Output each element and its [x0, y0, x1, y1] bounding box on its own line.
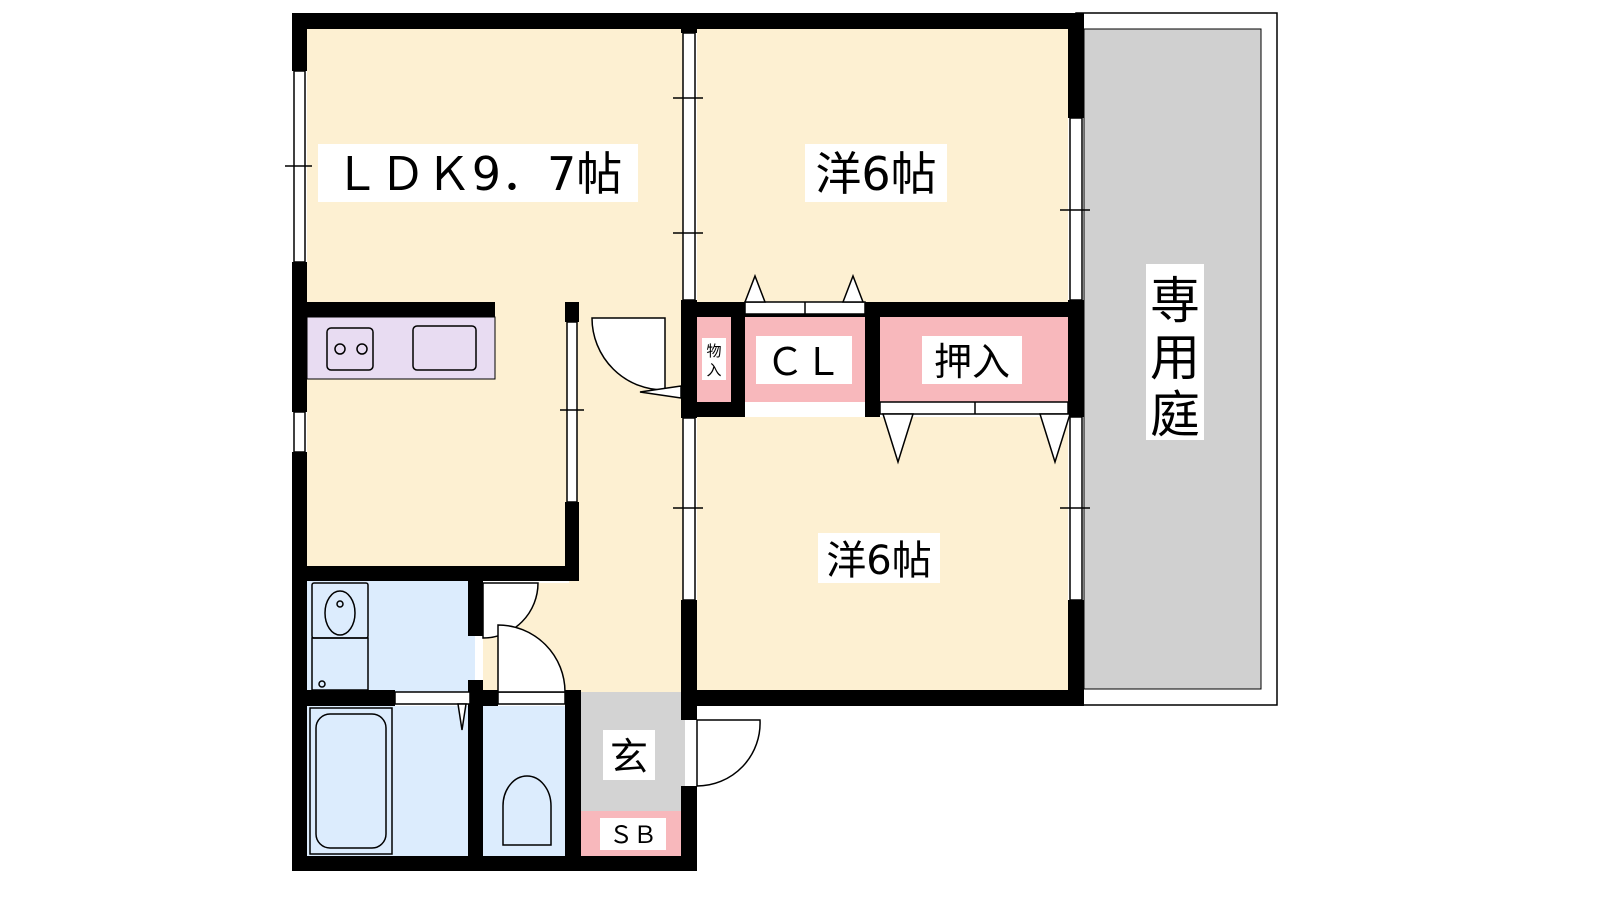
sliding-door-ldk-western [682, 32, 696, 301]
wall-right-top [1068, 13, 1084, 118]
wall-left-upper [292, 13, 307, 71]
toilet-icon [502, 775, 552, 846]
entrance-door-swing [696, 719, 761, 787]
walls [292, 13, 1084, 871]
wall-bottom [292, 856, 696, 871]
western-top-label-bg [805, 144, 947, 202]
monoire-label-bottom: 入 [706, 361, 721, 379]
wall-storage-bottom-right [865, 402, 880, 417]
closet-label: ＣＬ [766, 340, 842, 384]
oshiire-label: 押入 [934, 340, 1010, 384]
drain-icon [336, 600, 344, 608]
wall-right-mid [1068, 300, 1084, 417]
monoire-label-top: 物 [706, 342, 721, 360]
washroom-floor [307, 581, 475, 692]
oshiire-label-bg [922, 336, 1022, 384]
wall-washroom-right [468, 581, 483, 636]
wall-center-vertical-top [681, 13, 697, 33]
faucet-icon [318, 680, 326, 688]
closet-arrow-left [743, 273, 767, 303]
stove-burner-icon [334, 343, 346, 355]
western-room-bottom-label: 洋6帖 [826, 538, 931, 584]
wall-hall-left-top [565, 302, 579, 322]
fixtures [309, 325, 552, 855]
bathtub-basin-icon [315, 713, 387, 849]
wall-center-vertical-bottom [681, 786, 697, 871]
wall-left-lower [292, 452, 307, 870]
room-labels: ＬＤＫ9．7帖 洋6帖 洋6帖 ＣＬ 押入 物 入 玄 ＳＢ 専 用 庭 [318, 144, 1204, 850]
ldk-label: ＬＤＫ9．7帖 [334, 147, 623, 201]
oshiire-door [879, 401, 1069, 415]
toilet-floor [483, 706, 567, 856]
wall-bath-right [468, 680, 483, 871]
wall-wet-top [292, 690, 395, 706]
stove-icon [326, 327, 374, 371]
window-top-room-right [1069, 117, 1083, 301]
ldk-label-bg [318, 144, 638, 202]
wall-hall-left-lower [565, 502, 579, 581]
sink-icon [412, 325, 477, 371]
wall-left-mid [292, 262, 307, 412]
wall-western-bottom [681, 690, 1084, 706]
wall-right-low [1068, 600, 1084, 706]
genkan-label: 玄 [610, 735, 648, 779]
sliding-door-hall-western [682, 417, 696, 601]
door-swings [457, 273, 1072, 787]
garden-label-2: 用 [1150, 329, 1200, 387]
wall-toilet-right [565, 690, 581, 871]
wall-storage-bottom [681, 402, 741, 417]
wall-ldk-bottom [292, 566, 579, 581]
garden-label-bg [1146, 264, 1204, 440]
wall-center-vertical-mid [681, 300, 697, 418]
oshiire-arrow-left [881, 413, 915, 465]
washroom-door-swing [482, 582, 539, 639]
washing-machine-area [311, 637, 369, 691]
bath-door-marker [457, 703, 467, 731]
door-marker [639, 385, 682, 399]
western-bottom-label-bg [818, 533, 940, 583]
wall-storage-div2 [865, 302, 880, 402]
window-ldk-left-lower [293, 411, 306, 453]
bathtub-icon [309, 707, 393, 855]
wall-storage-div1 [731, 302, 745, 417]
closet-label-bg [756, 336, 852, 384]
windows [285, 32, 1090, 705]
genkan-label-bg [603, 730, 655, 780]
western-room-top-label: 洋6帖 [815, 147, 936, 201]
bath-door [394, 691, 471, 705]
bathroom-floor [307, 706, 470, 856]
closet-arrow-right [841, 273, 865, 303]
sliding-door-ldk-hall [566, 321, 578, 503]
shoe-box-label: ＳＢ [609, 821, 657, 849]
toilet-door-frame [497, 691, 566, 705]
wall-kitchen-top [292, 302, 495, 317]
garden-label-1: 専 [1150, 272, 1200, 330]
garden-label-3: 庭 [1150, 386, 1200, 444]
basin-bowl-icon [324, 590, 356, 636]
shoe-box-label-bg [600, 818, 666, 850]
toilet-door-swing [497, 624, 566, 693]
monoire-label-bg [702, 338, 726, 380]
oshiire-arrow-right [1038, 413, 1072, 465]
stove-burner-icon [356, 343, 368, 355]
